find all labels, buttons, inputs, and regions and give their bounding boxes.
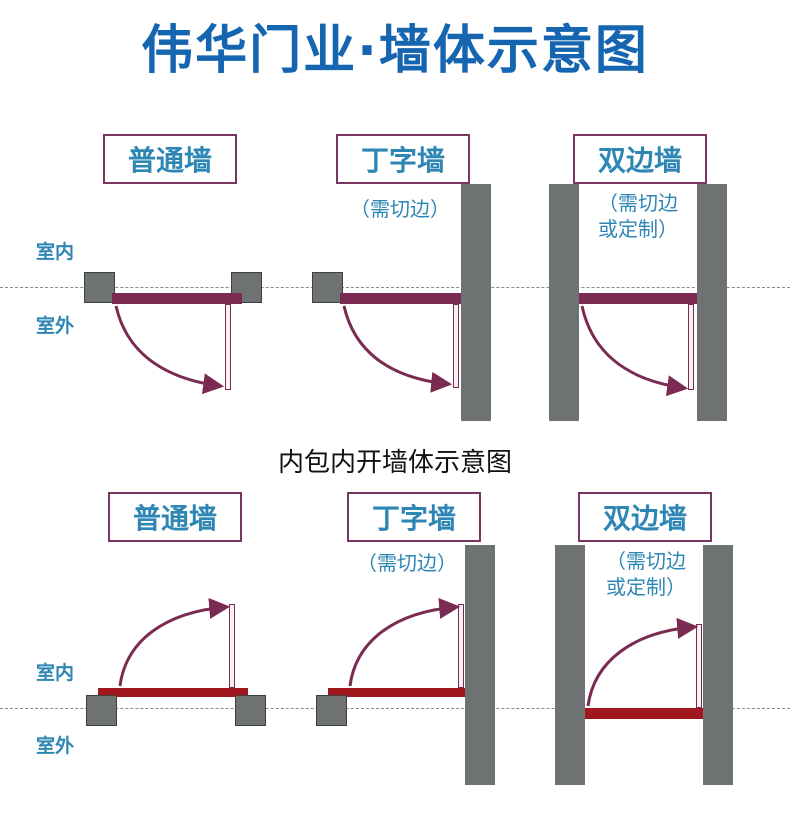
wall-block-left [84,272,115,303]
indoor-label-top: 室内 [36,241,75,263]
swing-arrow [114,305,225,395]
type-box-double-top: 双边墙 [573,134,707,184]
door-leaf [453,304,459,388]
door-leaf [225,304,231,390]
note-t-wall-bottom: （需切边） [357,551,457,575]
outdoor-label-top: 室外 [36,315,75,337]
double-wall-left [549,184,579,421]
swing-arrow [348,597,461,687]
door-leaf [688,304,694,390]
swing-arrow [586,617,699,707]
door-frame [328,688,465,697]
outdoor-label-bottom: 室外 [36,735,75,757]
boundary-line-top [0,287,790,288]
note-double-bottom: （需切边 或定制） [606,549,686,599]
type-box-double-bottom: 双边墙 [578,492,712,542]
door-frame [340,293,461,304]
type-box-normal-bottom: 普通墙 [108,492,242,542]
boundary-line-bottom [0,708,790,709]
t-wall [465,545,495,785]
double-wall-right [703,545,733,785]
type-box-t-wall-bottom: 丁字墙 [347,492,481,542]
t-wall [461,184,491,421]
swing-arrow [342,305,453,393]
door-leaf [458,604,464,688]
wall-block-right [231,272,262,303]
door-frame [585,708,703,719]
indoor-label-bottom: 室内 [36,662,75,684]
wall-block-left [86,695,117,726]
door-frame [98,688,248,697]
swing-arrow [580,305,689,397]
type-box-normal-top: 普通墙 [103,134,237,184]
double-wall-right [697,184,727,421]
note-t-wall-top: （需切边） [350,197,450,221]
note-double-top: （需切边 或定制） [598,191,678,241]
door-leaf [696,624,702,708]
swing-arrow [118,597,231,687]
wall-block-left [312,272,343,303]
page-title: 伟华门业·墙体示意图 [141,21,649,81]
wall-block-right [235,695,266,726]
type-box-t-wall-top: 丁字墙 [336,134,470,184]
door-frame [112,293,242,304]
section-subtitle: 内包内开墙体示意图 [277,448,512,478]
wall-block-left [316,695,347,726]
door-leaf [229,604,235,688]
double-wall-left [555,545,585,785]
door-frame [579,293,697,304]
